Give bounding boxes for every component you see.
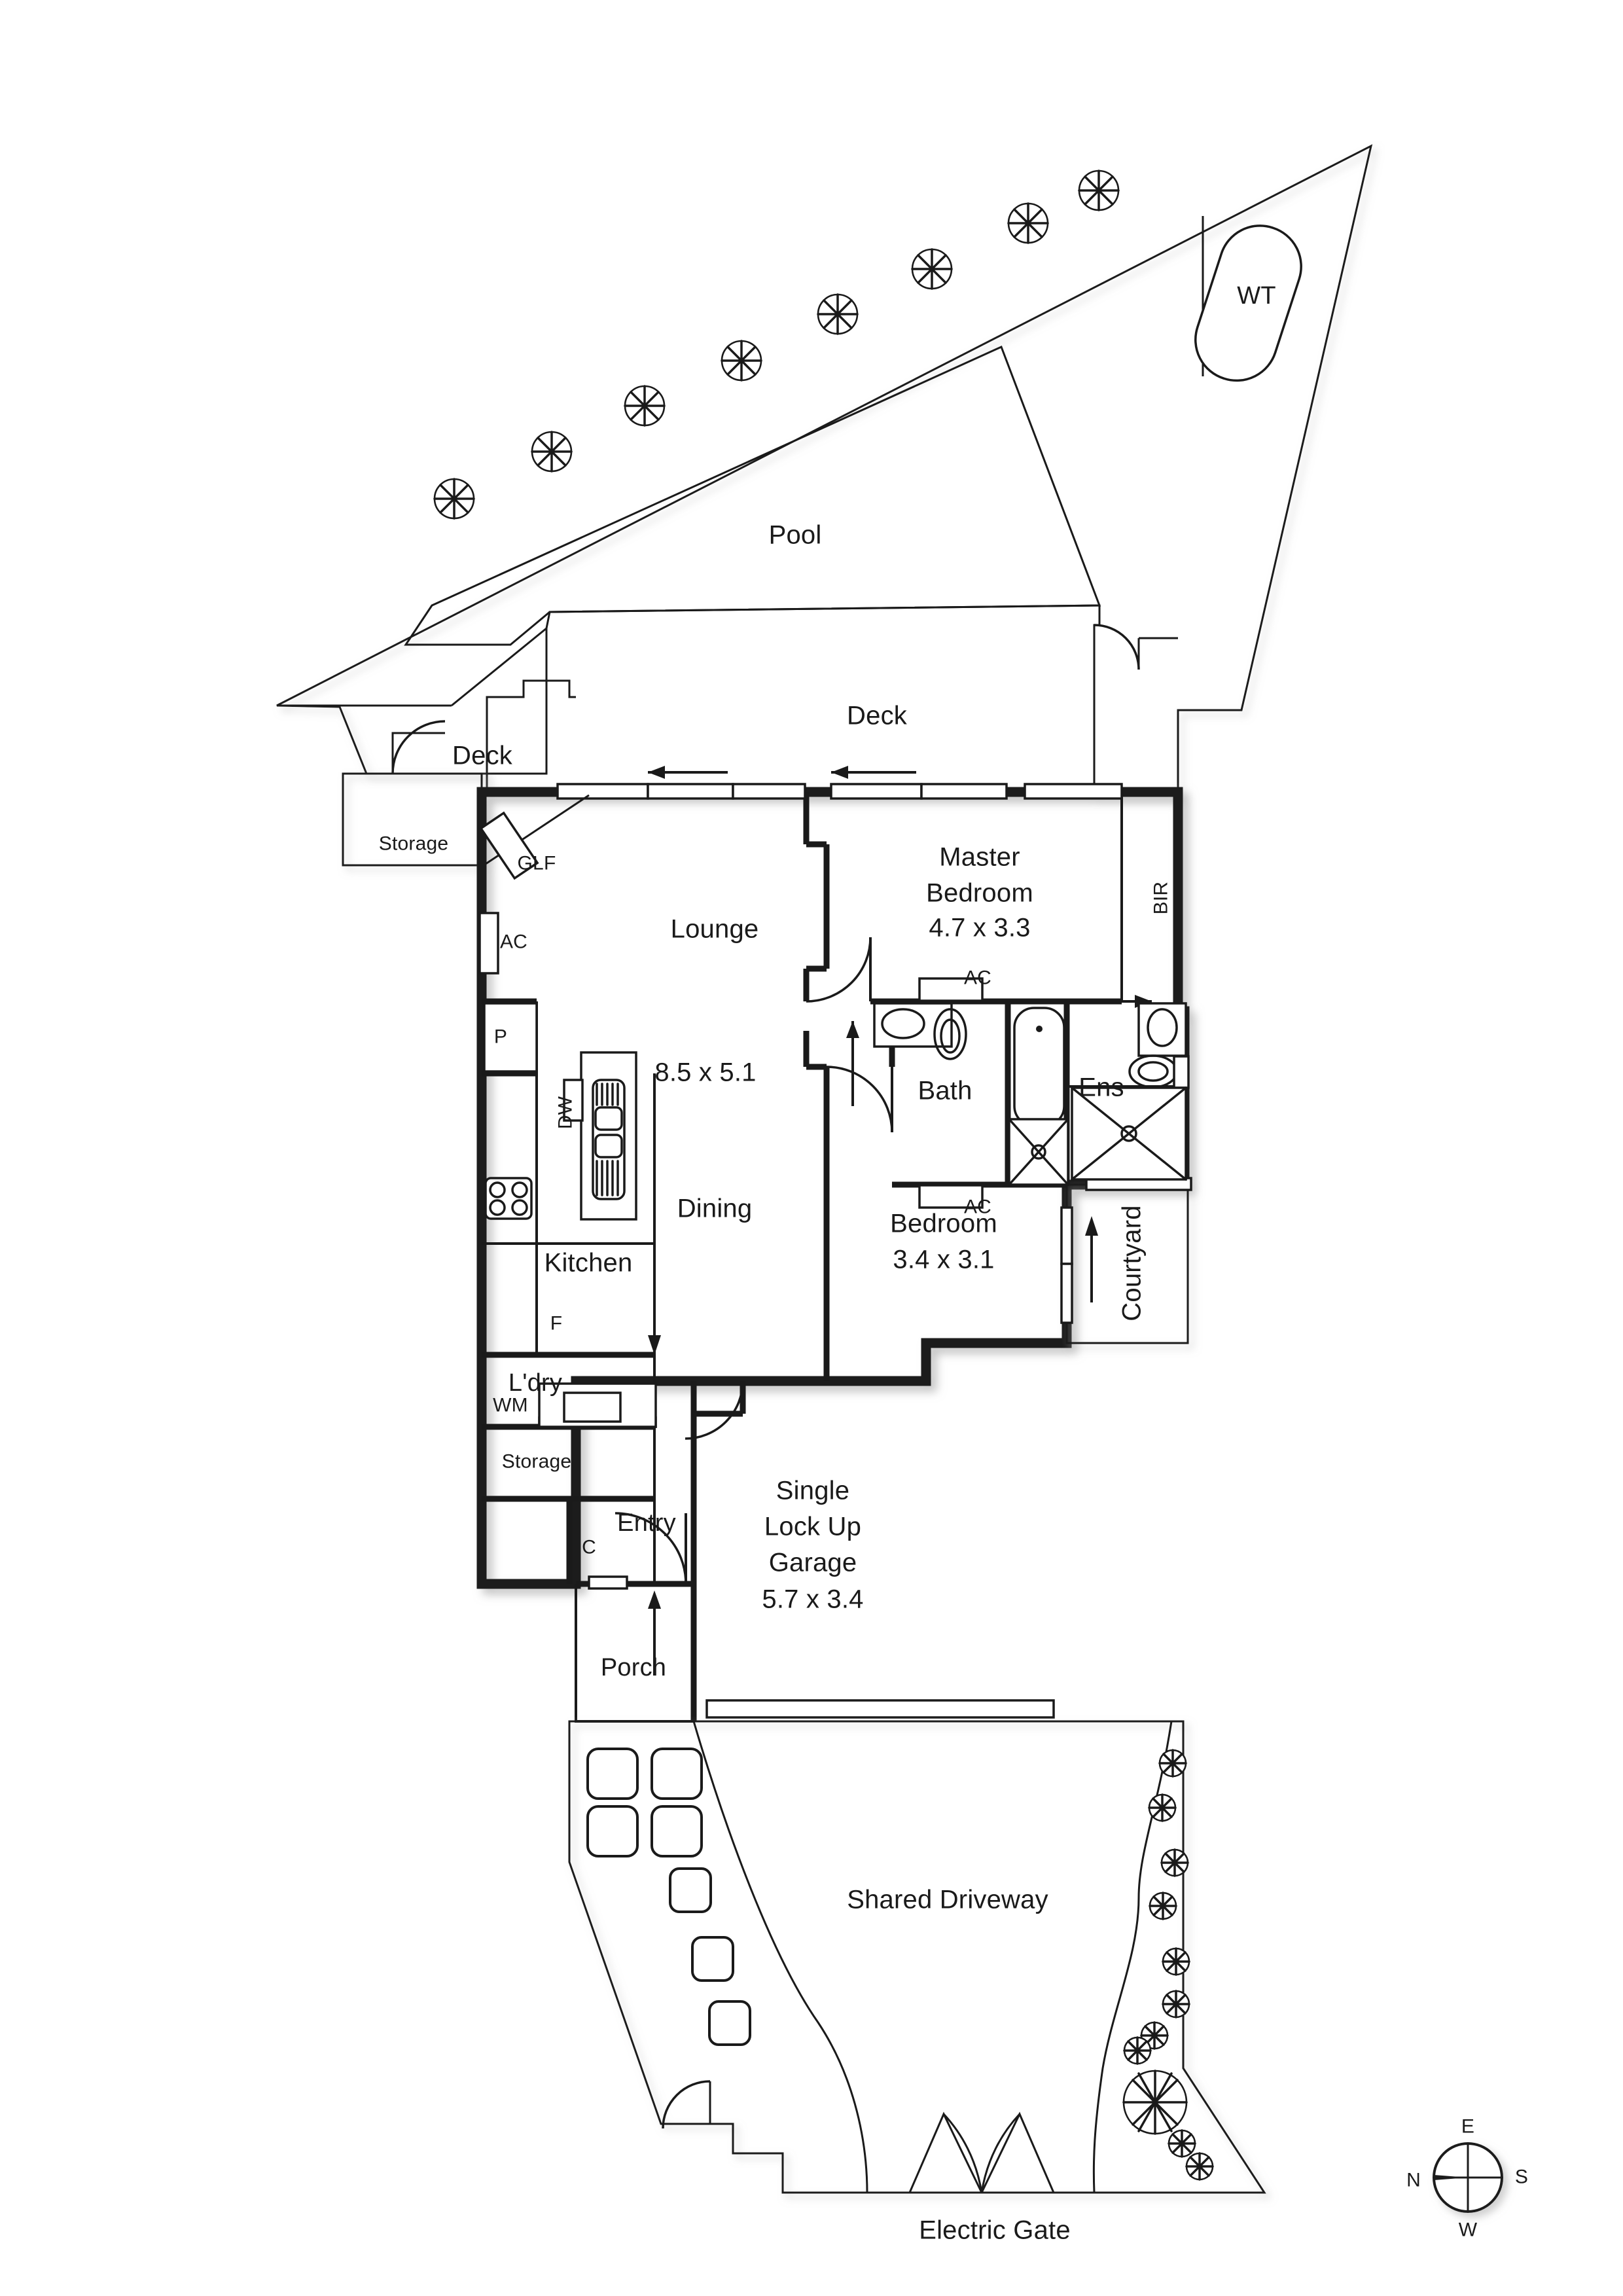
compass-rose-graphic [1433, 2142, 1503, 2213]
ac-bath-upper-label: AC [963, 967, 992, 989]
driveway-shrubs [1122, 1749, 1214, 2181]
water-tank-label: WT [1237, 281, 1276, 310]
washing-machine-symbol [538, 1382, 657, 1428]
porch-label: Porch [600, 1653, 667, 1681]
exterior-storage-label: Storage [378, 833, 449, 855]
fridge-label: F [550, 1312, 563, 1335]
electric-gate-label: Electric Gate [919, 2215, 1071, 2245]
lounge-label: Lounge [670, 914, 759, 944]
driveway-pavers [586, 1748, 751, 2046]
kitchen-island [563, 1051, 637, 1221]
deck-main-label: Deck [847, 701, 907, 730]
ac-lounge-label: AC [499, 931, 528, 953]
glf-symbol [479, 794, 590, 880]
pool-boundary-shrubs [433, 170, 1120, 520]
pantry-label: P [493, 1026, 508, 1048]
lounge-dims-label: 8.5 x 5.1 [654, 1058, 757, 1087]
ensuite-label: Ens [1079, 1073, 1124, 1102]
pool-deck-outlines [277, 345, 1101, 707]
master-label-line2: Bedroom [926, 878, 1033, 908]
ac-unit-lounge [478, 912, 499, 975]
ac-unit-bath-lower [918, 1184, 984, 1209]
driveway-label: Shared Driveway [847, 1885, 1048, 1914]
compass-north-label: E [1461, 2115, 1475, 2138]
cupboard-label: C [582, 1536, 596, 1558]
courtyard-label: Courtyard [1117, 1205, 1147, 1321]
bathtub-symbol [1013, 1007, 1065, 1127]
kitchen-label: Kitchen [544, 1248, 633, 1278]
garage-label-line3: Garage [768, 1548, 857, 1577]
interior-storage-label: Storage [501, 1450, 572, 1473]
compass-south-label: W [1458, 2219, 1478, 2241]
ac-bath-lower-label: AC [963, 1196, 992, 1218]
ensuite-fixtures [1071, 1002, 1190, 1181]
dining-label: Dining [677, 1194, 753, 1223]
driveway-edges [661, 1721, 1173, 2193]
windows [556, 783, 1192, 1719]
entry-label: Entry [617, 1509, 676, 1537]
door-direction-arrows [648, 766, 1152, 1676]
bath-vanity [873, 1002, 953, 1048]
laundry-label: L'dry [508, 1369, 563, 1397]
garage-label-line2: Lock Up [764, 1512, 862, 1541]
dishwasher-label: DW [554, 1096, 577, 1130]
bath-toilet [933, 1008, 967, 1060]
bedroom2-dims-label: 3.4 x 3.1 [893, 1245, 995, 1274]
compass-west-label: N [1406, 2169, 1421, 2191]
site-boundary-rear [276, 144, 1373, 797]
bath-label: Bath [918, 1076, 972, 1105]
pantry-cabinet [483, 1002, 538, 1073]
master-dims-label: 4.7 x 3.3 [929, 913, 1031, 942]
pool-label: Pool [768, 520, 822, 550]
master-label-line1: Master [939, 842, 1020, 872]
glf-label: GLF [517, 852, 556, 874]
washing-machine-label: WM [493, 1394, 528, 1416]
cooktop-symbol [484, 1177, 533, 1220]
rear-deck-outline [391, 604, 1178, 793]
compass-east-label: S [1514, 2166, 1529, 2188]
bir-label: BIR [1150, 881, 1172, 915]
garage-dims-label: 5.7 x 3.4 [762, 1585, 864, 1614]
bath-shower [1008, 1118, 1069, 1186]
deck-side-label: Deck [452, 741, 512, 770]
water-tank-symbol [1194, 216, 1302, 382]
garage-label-line1: Single [776, 1476, 850, 1505]
bedroom2-label: Bedroom [890, 1209, 997, 1238]
ac-unit-bath-upper [918, 977, 984, 1002]
